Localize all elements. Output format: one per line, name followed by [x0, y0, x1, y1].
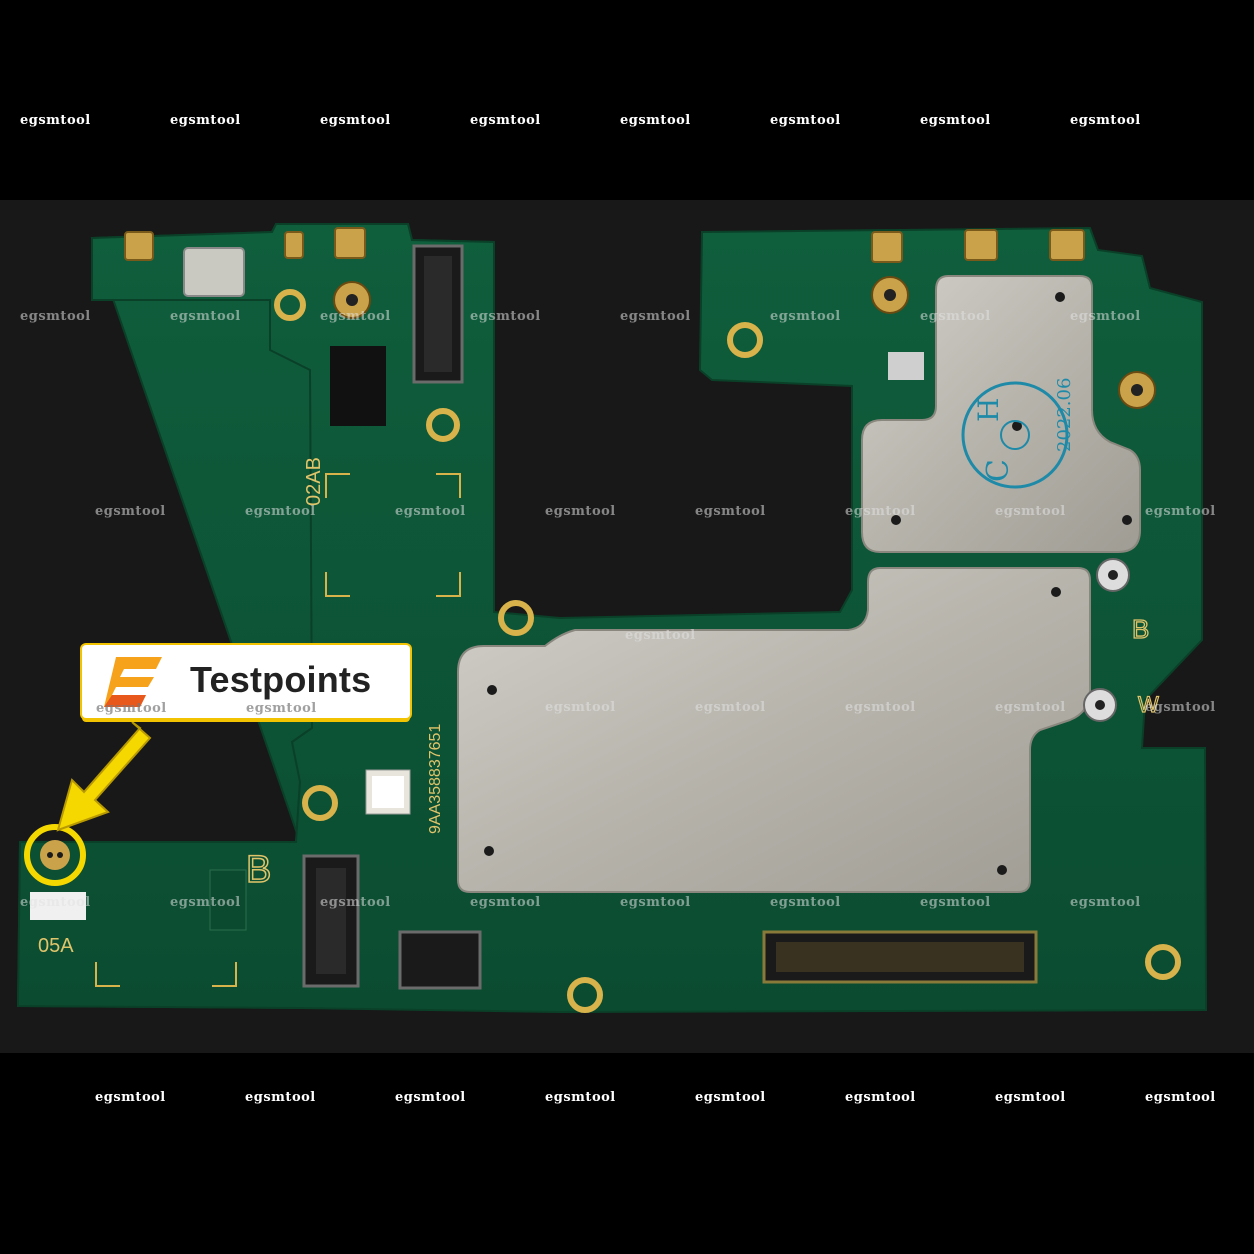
umc-connectors: [333, 276, 1156, 722]
qc-stamp: [961, 381, 1069, 489]
testpoints-logo-icon: [104, 657, 162, 707]
components: [183, 247, 924, 931]
board-letter-b-right: B: [1132, 614, 1149, 644]
callout-arrow: [56, 721, 152, 832]
rf-coax-connectors: [124, 227, 1085, 263]
datamatrix-code: [30, 892, 86, 920]
testpoint-dot-b: [57, 852, 63, 858]
shield-vent-holes: [484, 292, 1132, 875]
board-letter-w: W: [1138, 692, 1159, 717]
testpoints-label: Testpoints: [190, 659, 372, 700]
mounting-holes: [274, 289, 1181, 1013]
qc-stamp-inner: [1000, 420, 1030, 450]
testpoint-highlight-ring: [24, 824, 86, 886]
watermark: egsmtool: [246, 701, 317, 716]
serial-label: 9AA358837651: [427, 724, 444, 834]
testpoint-pad: [40, 840, 70, 870]
testpoint-dot-a: [47, 852, 53, 858]
testpoints-callout: Testpoints egsmtool egsmtool: [82, 645, 410, 718]
silkscreen-outlines: [95, 473, 461, 987]
stamp-letter-h: H: [972, 398, 1005, 422]
board-letter-b-left: B: [246, 849, 271, 891]
bottom-left-label: 05A: [38, 935, 74, 957]
upper-rf-shield: [861, 275, 1141, 553]
connectors: [302, 244, 1038, 990]
rev-label: 02AB: [303, 457, 325, 506]
stamp-letter-c: C: [981, 459, 1016, 482]
stamp-year: 2022.06: [1054, 378, 1075, 452]
